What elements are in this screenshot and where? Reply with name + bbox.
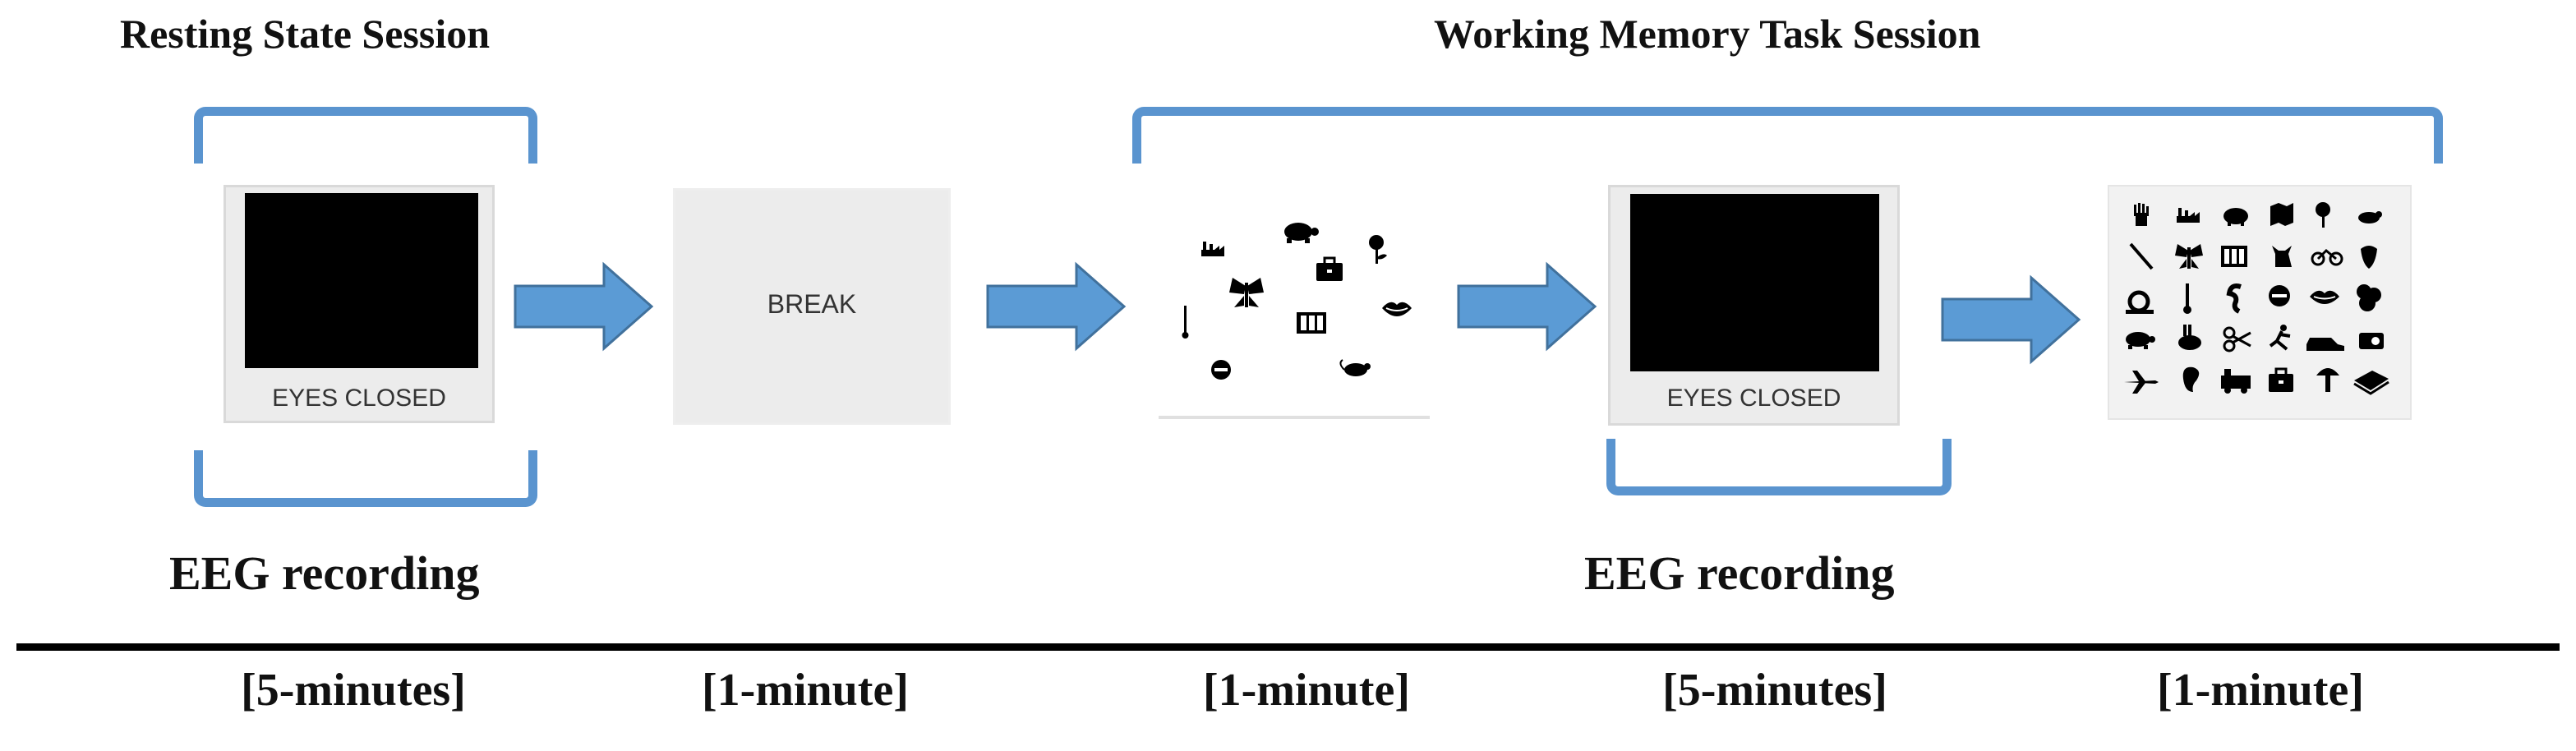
memory-encoding-panel xyxy=(1159,189,1430,419)
factory-icon xyxy=(1201,242,1224,256)
hand-icon xyxy=(2134,203,2149,226)
radio-icon xyxy=(2359,333,2384,349)
butterfly-icon xyxy=(2175,244,2203,269)
runner-icon xyxy=(2269,325,2291,351)
film-icon xyxy=(2221,246,2247,267)
airplane-icon xyxy=(2124,371,2159,394)
lips-icon xyxy=(1382,302,1412,316)
arrow-3 xyxy=(1457,261,1597,352)
eeg-recording-label-1: EEG recording xyxy=(169,546,480,600)
task-eeg-bracket xyxy=(1606,439,1952,495)
rat-icon xyxy=(1339,359,1371,376)
break-panel: BREAK xyxy=(673,188,951,425)
working-memory-session-title: Working Memory Task Session xyxy=(1434,11,1981,57)
pig-icon xyxy=(2223,208,2248,226)
strawberry-icon xyxy=(2361,246,2377,269)
map-icon xyxy=(2270,203,2293,226)
timeline-axis xyxy=(16,643,2560,651)
rat-icon xyxy=(2358,211,2382,223)
car-icon xyxy=(2306,338,2344,351)
break-caption: BREAK xyxy=(767,289,857,319)
book-icon xyxy=(2353,371,2389,395)
resting-eeg-bracket xyxy=(194,450,537,507)
arrow-1 xyxy=(514,261,654,352)
ear-icon xyxy=(2182,366,2200,392)
scissors-icon xyxy=(2223,326,2251,352)
eyes-closed-caption: EYES CLOSED xyxy=(1666,385,1841,412)
turtle-icon xyxy=(1284,223,1319,243)
rabbit-icon xyxy=(2178,325,2201,350)
thermometer-icon xyxy=(1182,306,1189,339)
briefcase-icon xyxy=(1316,256,1343,281)
duration-label-5: [1-minute] xyxy=(2157,665,2364,716)
duration-label-2: [1-minute] xyxy=(702,665,909,716)
film-icon xyxy=(1297,312,1326,334)
black-screen xyxy=(245,193,478,368)
resting-session-bracket xyxy=(194,107,537,164)
lips-icon xyxy=(2310,290,2339,304)
eyes-closed-panel-1: EYES CLOSED xyxy=(223,185,495,423)
ball-icon xyxy=(2269,285,2290,306)
snail-icon xyxy=(2126,290,2154,314)
cat-icon xyxy=(2272,246,2292,267)
flower-icon xyxy=(1369,235,1387,264)
duration-label-3: [1-minute] xyxy=(1203,665,1410,716)
eyes-closed-panel-2: EYES CLOSED xyxy=(1608,185,1900,426)
recognition-grid-panel xyxy=(2108,185,2412,420)
eyes-closed-caption: EYES CLOSED xyxy=(272,385,446,412)
mushroom-cluster-icon xyxy=(2357,284,2381,311)
working-memory-session-bracket xyxy=(1132,107,2443,164)
ball-icon xyxy=(1211,360,1231,380)
seahorse-icon xyxy=(2226,283,2242,314)
butterfly-icon xyxy=(1229,278,1264,307)
black-screen xyxy=(1630,194,1879,371)
eeg-recording-label-2: EEG recording xyxy=(1584,546,1895,600)
arrow-2 xyxy=(986,261,1127,352)
stick-icon xyxy=(2129,242,2154,270)
factory-icon xyxy=(2177,208,2200,223)
arrow-4 xyxy=(1941,274,2081,365)
thermometer-icon xyxy=(2183,283,2191,314)
briefcase-icon xyxy=(2269,367,2293,392)
memory-items-display xyxy=(1182,223,1412,380)
duration-label-4: [5-minutes] xyxy=(1662,665,1887,716)
mushroom-icon xyxy=(2316,368,2339,392)
resting-session-title: Resting State Session xyxy=(120,11,491,57)
duration-label-1: [5-minutes] xyxy=(241,665,466,716)
bicycle-icon xyxy=(2311,248,2343,266)
flower-icon xyxy=(2316,202,2330,228)
recognition-icon-grid xyxy=(2124,202,2389,395)
train-icon xyxy=(2221,369,2251,394)
turtle-icon xyxy=(2126,332,2155,349)
